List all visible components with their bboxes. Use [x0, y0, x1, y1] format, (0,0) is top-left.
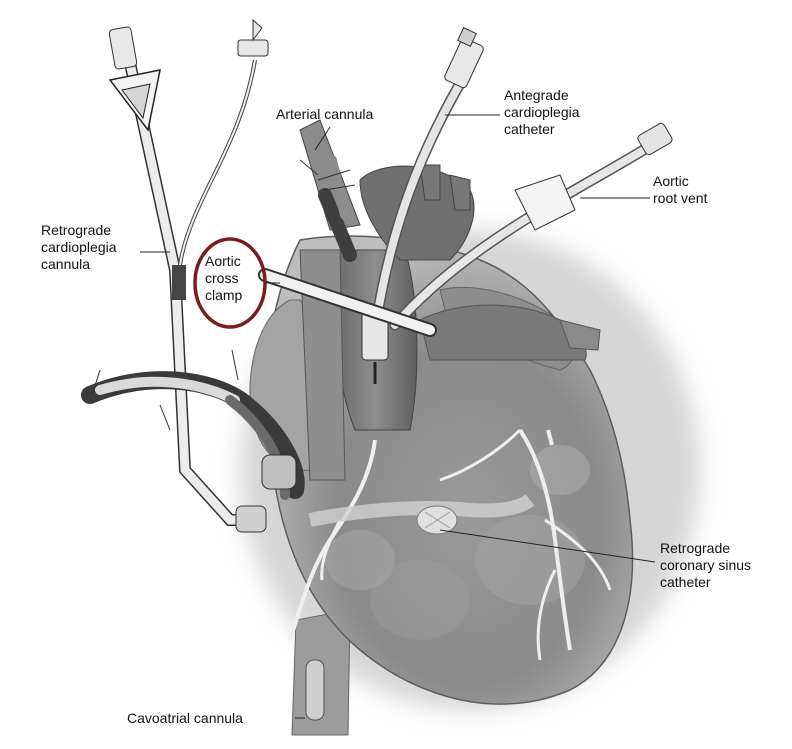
- label-aortic-root-vent: Aortic root vent: [653, 173, 708, 206]
- label-arterial-cannula: Arterial cannula: [276, 106, 373, 122]
- aortic-root-vent: [389, 122, 673, 331]
- leader-lines: [140, 114, 656, 719]
- label-aortic-cross-clamp: Aortic cross clamp: [205, 253, 245, 303]
- cavoatrial-cannula: [81, 349, 305, 533]
- label-cavoatrial-cannula: Cavoatrial cannula: [127, 710, 243, 726]
- arterial-cannula: [299, 155, 357, 262]
- superior-vena-cava: [299, 249, 346, 481]
- inferior-vena-cava: [291, 609, 351, 736]
- label-retrograde-cardioplegia: Retrograde cardioplegia cannula: [41, 222, 120, 272]
- aortic-cross-clamp-tool: [258, 268, 437, 337]
- label-antegrade: Antegrade cardioplegia catheter: [504, 87, 583, 137]
- label-retrograde-coronary-sinus: Retrograde coronary sinus catheter: [660, 540, 755, 590]
- highlight-circle: [193, 237, 267, 329]
- antegrade-cardioplegia-catheter: [361, 27, 484, 384]
